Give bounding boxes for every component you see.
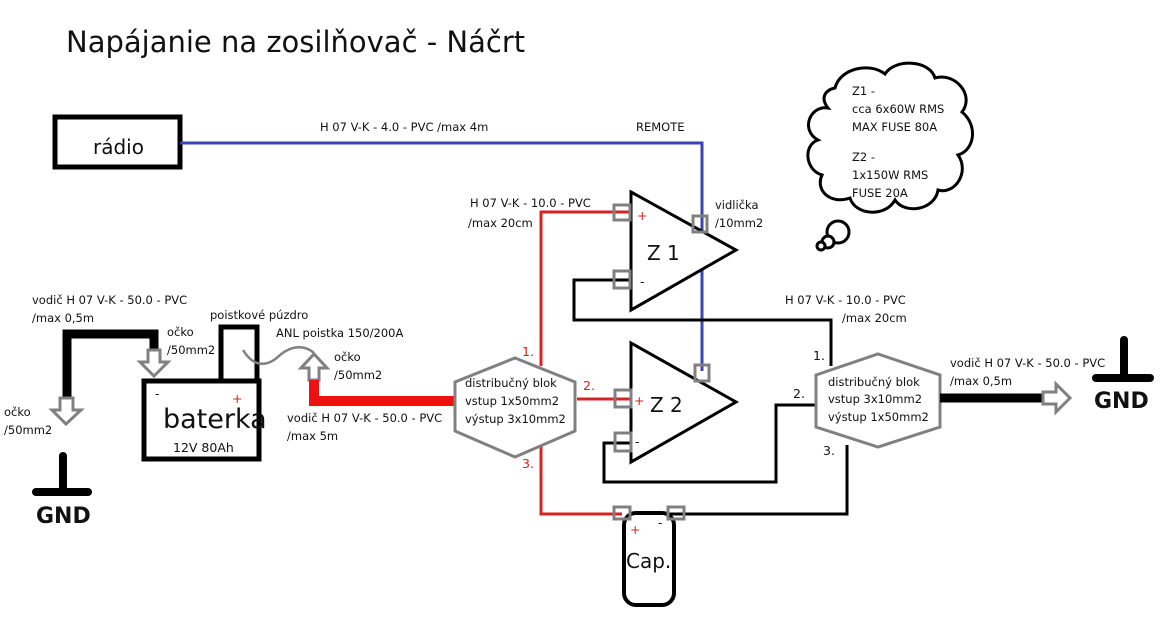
dist-block-ground-output: výstup 1x50mm2	[828, 410, 929, 424]
positive-wire-z1	[539, 210, 630, 366]
amplifier-z1: + - Z 1	[612, 189, 740, 313]
ground-lug-left-type: očko	[4, 405, 31, 419]
dist-positive-output-1: 1.	[522, 344, 534, 359]
amp-z1-label: Z 1	[647, 241, 680, 265]
z1-power: cca 6x60W RMS	[852, 102, 944, 116]
main-power-cable-spec: vodič H 07 V-K - 50.0 - PVC	[287, 411, 442, 425]
amp-z1-triangle	[629, 189, 740, 313]
remote-terminal-type: vidlička	[715, 198, 759, 212]
positive-wire-cap	[539, 439, 622, 516]
capacitor-plus-terminal	[612, 505, 632, 521]
amp-z1-plus: +	[637, 208, 647, 223]
fuse-lug-type: očko	[334, 350, 361, 364]
distribution-block-positive-hex	[453, 356, 577, 459]
cloud-shape	[806, 61, 974, 214]
fuse-wire	[241, 346, 315, 365]
cloud-bubble-small	[815, 240, 827, 252]
gnd-left-label: GND	[36, 504, 91, 529]
dist-ground-input-3: 3.	[823, 443, 835, 458]
capacitor-minus: -	[658, 515, 663, 530]
ground-return-cable-length: /max 20cm	[842, 311, 907, 325]
dist-ground-input-1: 1.	[813, 348, 825, 363]
radio-unit: rádio	[52, 114, 183, 170]
battery-lug-arrow-icon	[136, 348, 172, 379]
z2-power: 1x150W RMS	[852, 168, 928, 182]
distribution-block-positive: distribučný blok vstup 1x50mm2 výstup 3x…	[453, 344, 595, 471]
capacitor-label: Cap.	[626, 549, 671, 573]
fuse-holder-box	[218, 324, 260, 384]
battery-box	[141, 378, 262, 462]
ground-wire-z1	[572, 278, 833, 366]
battery-lug-size: /50mm2	[167, 343, 215, 357]
ground-lug-right-arrow-icon	[1041, 380, 1073, 416]
diagram-title: Napájanie na zosilňovač - Náčrt	[66, 25, 525, 59]
ground-lug-arrow-icon	[48, 396, 85, 427]
remote-terminal-size: /10mm2	[715, 216, 763, 230]
amp-z2-remote-terminal	[693, 363, 711, 383]
ground-cable-left-spec: vodič H 07 V-K - 50.0 - PVC	[32, 293, 187, 307]
ground-cable-left	[62, 329, 159, 398]
dist-block-positive-title: distribučný blok	[465, 376, 557, 390]
amp-z1-plus-terminal	[612, 203, 632, 222]
capacitor-minus-terminal	[666, 505, 686, 521]
main-power-cable	[309, 380, 455, 406]
amp-z2-triangle	[629, 340, 740, 465]
z2-title: Z2 -	[852, 150, 875, 164]
fuse-lug-size: /50mm2	[334, 368, 382, 382]
dist-block-positive-input: vstup 1x50mm2	[465, 394, 559, 408]
battery-label: baterka	[163, 404, 267, 435]
capacitor: + - Cap.	[612, 505, 686, 607]
fuse-lug-arrow-icon	[297, 351, 331, 382]
battery-lug-type: očko	[167, 325, 194, 339]
amp-z1-minus: -	[640, 274, 645, 289]
amp-z1-minus-terminal	[612, 269, 632, 290]
amp-z2-plus-terminal	[613, 388, 633, 409]
distribution-block-ground-hex	[814, 352, 942, 449]
amp-specs-cloud: Z1 - cca 6x60W RMS MAX FUSE 80A Z2 - 1x1…	[806, 61, 974, 252]
battery-plus: +	[232, 391, 242, 406]
capacitor-body	[622, 511, 676, 607]
remote-label: REMOTE	[636, 120, 685, 134]
remote-wire	[180, 141, 704, 371]
z1-fuse: MAX FUSE 80A	[852, 120, 937, 134]
z2-fuse: FUSE 20A	[852, 186, 908, 200]
battery: - + baterka 12V 80Ah	[141, 378, 267, 462]
amp-z2-plus: +	[634, 393, 644, 408]
dist-positive-output-3: 3.	[522, 456, 534, 471]
dist-positive-output-2: 2.	[583, 378, 595, 393]
dist-ground-input-2: 2.	[793, 386, 805, 401]
amp-z2-label: Z 2	[650, 393, 683, 417]
ground-cable-left-length: /max 0,5m	[32, 311, 94, 325]
dist-block-ground-input: vstup 3x10mm2	[828, 392, 922, 406]
radio-label: rádio	[93, 135, 144, 159]
dist-block-positive-output: výstup 3x10mm2	[465, 412, 566, 426]
ground-cable-right-length: /max 0,5m	[950, 374, 1012, 388]
ground-wire-z2	[602, 403, 817, 484]
battery-minus: -	[155, 386, 160, 401]
amp-z2-minus-terminal	[613, 431, 633, 453]
battery-spec: 12V 80Ah	[173, 440, 234, 455]
amp-feed-cable-spec: H 07 V-K - 10.0 - PVC	[470, 196, 591, 210]
fuse-label: ANL poistka 150/200A	[276, 326, 403, 340]
ground-return-cable-spec: H 07 V-K - 10.0 - PVC	[785, 293, 906, 307]
remote-cable-spec: H 07 V-K - 4.0 - PVC /max 4m	[320, 120, 488, 134]
distribution-block-ground: distribučný blok vstup 3x10mm2 výstup 1x…	[793, 348, 942, 458]
z1-title: Z1 -	[852, 84, 875, 98]
gnd-right-label: GND	[1094, 389, 1149, 414]
radio-box	[52, 114, 183, 170]
fuse-holder-label: poistkové púzdro	[210, 308, 308, 322]
amplifier-z2: + - Z 2	[613, 340, 740, 465]
capacitor-plus: +	[630, 522, 640, 537]
ground-cable-right-spec: vodič H 07 V-K - 50.0 - PVC	[950, 356, 1105, 370]
ground-symbol-left: GND	[32, 452, 92, 529]
main-power-cable-length: /max 5m	[287, 429, 338, 443]
dist-block-ground-title: distribučný blok	[828, 375, 920, 389]
amp-z1-remote-terminal	[691, 214, 709, 234]
amp-z2-minus: -	[635, 434, 640, 449]
ground-symbol-right: GND	[1092, 336, 1154, 414]
ground-wire-cap	[668, 445, 849, 516]
ground-lug-left-size: /50mm2	[4, 423, 52, 437]
amp-feed-cable-length: /max 20cm	[468, 216, 533, 230]
